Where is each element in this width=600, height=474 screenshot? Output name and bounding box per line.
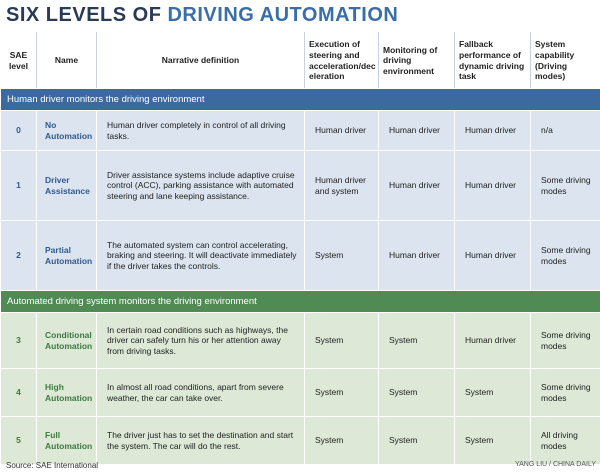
level-number: 2 xyxy=(0,220,37,291)
level-name: Driver Assistance xyxy=(36,150,97,221)
execution-cell: System xyxy=(304,416,379,465)
level-number: 5 xyxy=(0,416,37,465)
col-header-definition: Narrative definition xyxy=(96,32,305,89)
execution-cell: Human driver xyxy=(304,110,379,151)
level-name: High Automation xyxy=(36,368,97,417)
table-row: 5 Full Automation The driver just has to… xyxy=(0,416,600,465)
monitoring-cell: Human driver xyxy=(378,110,455,151)
level-name: Conditional Automation xyxy=(36,312,97,369)
title-part-1: SIX LEVELS OF xyxy=(6,4,168,26)
col-header-execution: Execution of steering and acceleration/d… xyxy=(304,32,379,89)
fallback-cell: Human driver xyxy=(454,110,531,151)
monitoring-cell: Human driver xyxy=(378,220,455,291)
fallback-cell: System xyxy=(454,416,531,465)
level-definition: In almost all road conditions, apart fro… xyxy=(96,368,305,417)
level-number: 1 xyxy=(0,150,37,221)
level-definition: The automated system can control acceler… xyxy=(96,220,305,291)
table-row: 3 Conditional Automation In certain road… xyxy=(0,312,600,369)
section-auto-label: Automated driving system monitors the dr… xyxy=(0,290,600,313)
table-row: 0 No Automation Human driver completely … xyxy=(0,110,600,151)
col-header-capability: System capability (Driving modes) xyxy=(530,32,600,89)
automation-levels-table: SAE level Name Narrative definition Exec… xyxy=(0,32,600,465)
execution-cell: System xyxy=(304,220,379,291)
monitoring-cell: System xyxy=(378,416,455,465)
page-title: SIX LEVELS OF DRIVING AUTOMATION xyxy=(0,0,600,30)
fallback-cell: System xyxy=(454,368,531,417)
execution-cell: Human driver and system xyxy=(304,150,379,221)
fallback-cell: Human driver xyxy=(454,220,531,291)
fallback-cell: Human driver xyxy=(454,312,531,369)
monitoring-cell: System xyxy=(378,312,455,369)
execution-cell: System xyxy=(304,312,379,369)
table-row: 1 Driver Assistance Driver assistance sy… xyxy=(0,150,600,221)
monitoring-cell: System xyxy=(378,368,455,417)
level-number: 4 xyxy=(0,368,37,417)
title-part-2: DRIVING AUTOMATION xyxy=(167,4,399,26)
level-number: 3 xyxy=(0,312,37,369)
col-header-name: Name xyxy=(36,32,97,89)
credit-note: YANG LIU / CHINA DAILY xyxy=(514,461,596,468)
level-definition: The driver just has to set the destinati… xyxy=(96,416,305,465)
col-header-level: SAE level xyxy=(0,32,37,89)
section-auto: Automated driving system monitors the dr… xyxy=(0,290,600,313)
level-name: Partial Automation xyxy=(36,220,97,291)
level-name: No Automation xyxy=(36,110,97,151)
header-row: SAE level Name Narrative definition Exec… xyxy=(0,32,600,89)
footer: Source: SAE International YANG LIU / CHI… xyxy=(0,461,600,473)
level-number: 0 xyxy=(0,110,37,151)
section-human-label: Human driver monitors the driving enviro… xyxy=(0,88,600,111)
table-row: 4 High Automation In almost all road con… xyxy=(0,368,600,417)
level-definition: Driver assistance systems include adapti… xyxy=(96,150,305,221)
section-human: Human driver monitors the driving enviro… xyxy=(0,88,600,111)
source-note: Source: SAE International xyxy=(6,461,99,470)
fallback-cell: Human driver xyxy=(454,150,531,221)
table-row: 2 Partial Automation The automated syste… xyxy=(0,220,600,291)
capability-cell: Some driving modes xyxy=(530,220,600,291)
level-definition: In certain road conditions such as highw… xyxy=(96,312,305,369)
capability-cell: n/a xyxy=(530,110,600,151)
monitoring-cell: Human driver xyxy=(378,150,455,221)
capability-cell: Some driving modes xyxy=(530,368,600,417)
execution-cell: System xyxy=(304,368,379,417)
capability-cell: Some driving modes xyxy=(530,150,600,221)
level-name: Full Automation xyxy=(36,416,97,465)
col-header-fallback: Fallback performance of dynamic driving … xyxy=(454,32,531,89)
capability-cell: Some driving modes xyxy=(530,312,600,369)
col-header-monitoring: Monitoring of driving environment xyxy=(378,32,455,89)
capability-cell: All driving modes xyxy=(530,416,600,465)
level-definition: Human driver completely in control of al… xyxy=(96,110,305,151)
